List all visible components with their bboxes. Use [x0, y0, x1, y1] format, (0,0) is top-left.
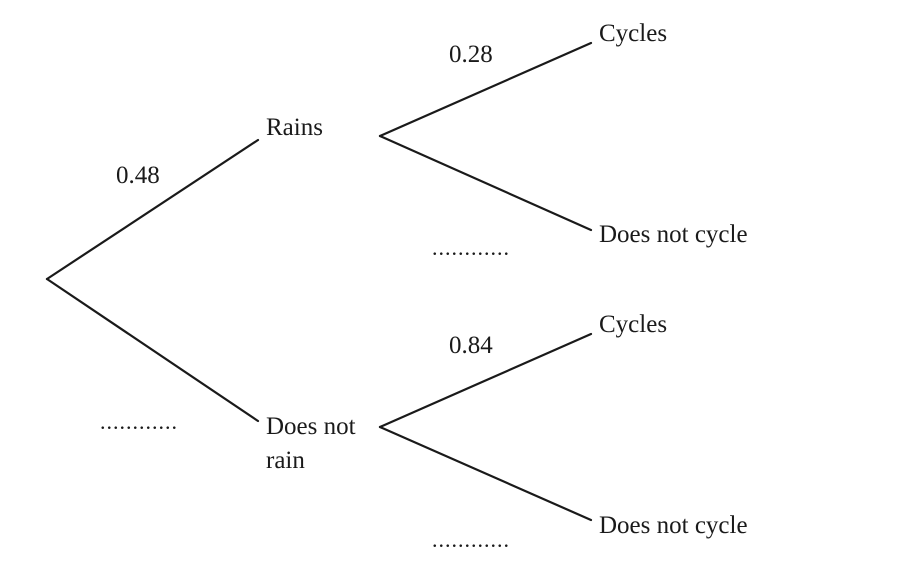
outcome-rains-does-not-cycle: Does not cycle: [599, 221, 748, 248]
branch-no-rain-to-cycles: [378, 332, 593, 429]
outcome-no-rain-cycles: Cycles: [599, 311, 668, 338]
outcome-does-not-rain-line1: Does not: [266, 413, 356, 440]
branch-rains-to-does-not-cycle: [378, 134, 593, 232]
probability-no-rain-cycles: 0.84: [449, 332, 493, 359]
probability-blank-does-not-rain: ............: [100, 409, 178, 434]
probability-blank-rains-does-not-cycle: ............: [432, 235, 510, 260]
probability-blank-no-rain-does-not-cycle: ............: [432, 527, 510, 552]
branch-start-to-rains: [45, 138, 260, 281]
branch-start-to-does-not-rain: [45, 277, 260, 423]
outcome-does-not-rain-line2: rain: [266, 447, 305, 474]
branch-rains-to-cycles: [378, 41, 593, 138]
outcome-no-rain-does-not-cycle: Does not cycle: [599, 512, 748, 539]
branch-no-rain-to-does-not-cycle: [378, 425, 593, 522]
probability-rains-cycles: 0.28: [449, 41, 493, 68]
outcome-rains: Rains: [266, 114, 323, 141]
probability-rains: 0.48: [116, 162, 160, 189]
outcome-rains-cycles: Cycles: [599, 20, 668, 47]
